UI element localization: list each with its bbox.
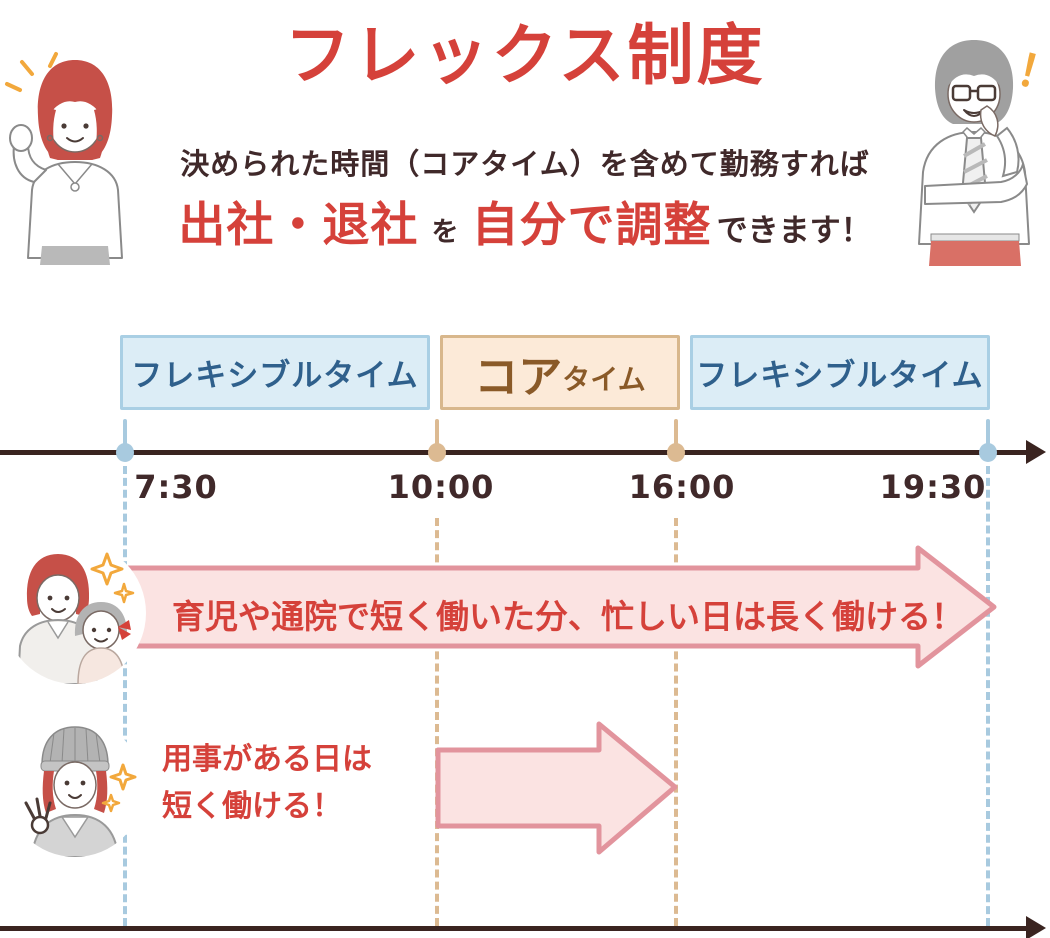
timeline-marker-1000 bbox=[428, 443, 446, 462]
subtitle-line2: 出社・退社 を 自分で調整 できます！ bbox=[0, 186, 1050, 255]
core-time-label-sub: タイム bbox=[562, 362, 646, 396]
sparkle-icon bbox=[5, 52, 58, 92]
subtitle-line1: 決められた時間（コアタイム）を含めて勤務すれば bbox=[180, 147, 870, 181]
sparkle-icon bbox=[101, 763, 137, 813]
core-time-box: コア タイム bbox=[440, 335, 680, 410]
flexible-time-box-left: フレキシブルタイム bbox=[120, 335, 430, 410]
stem-1600 bbox=[674, 419, 678, 451]
timeline-marker-730 bbox=[116, 443, 134, 462]
long-work-arrow-label: 育児や通院で短く働いた分、忙しい日は長く働ける！ bbox=[172, 597, 964, 636]
short-arrow-label-line1: 用事がある日は bbox=[162, 742, 372, 777]
flexible-time-label: フレキシブルタイム bbox=[131, 358, 419, 394]
subtitle-tail: できます！ bbox=[716, 213, 872, 249]
page-title: フレックス制度 bbox=[284, 17, 766, 94]
short-work-arrow bbox=[435, 721, 678, 855]
subtitle-connector: を bbox=[431, 217, 459, 248]
timeline-top bbox=[0, 450, 1028, 455]
parent-child-avatar bbox=[4, 542, 146, 684]
stem-1930 bbox=[986, 419, 990, 451]
timeline-bottom-arrowhead-icon bbox=[1026, 916, 1046, 938]
timeline-bottom bbox=[0, 926, 1028, 931]
guide-line-730 bbox=[123, 466, 127, 926]
timeline-marker-1930 bbox=[979, 443, 997, 462]
time-label-730: 7:30 bbox=[134, 468, 218, 506]
timeline-top-arrowhead-icon bbox=[1026, 440, 1046, 464]
guide-line-1930 bbox=[986, 466, 990, 926]
okay-woman-avatar bbox=[6, 719, 144, 857]
cheering-woman-illustration bbox=[5, 52, 123, 265]
subtitle-emphasis-shussha: 出社・退社 bbox=[178, 198, 419, 253]
stem-730 bbox=[123, 419, 127, 451]
time-label-1600: 16:00 bbox=[628, 468, 736, 506]
timeline-marker-1600 bbox=[667, 443, 685, 462]
long-work-arrow bbox=[118, 545, 997, 669]
ok-hand-icon bbox=[24, 797, 52, 835]
subtitle-emphasis-jibun: 自分で調整 bbox=[471, 198, 712, 253]
time-label-1000: 10:00 bbox=[387, 468, 495, 506]
thinking-man-illustration bbox=[918, 40, 1030, 266]
flexible-time-box-right: フレキシブルタイム bbox=[690, 335, 990, 410]
subtitle-band bbox=[0, 120, 1050, 265]
flexible-time-label: フレキシブルタイム bbox=[696, 358, 984, 394]
guide-line-1000 bbox=[435, 518, 439, 926]
short-work-arrow-label: 用事がある日は 短く働ける！ bbox=[162, 736, 372, 830]
sparkle-icon bbox=[90, 552, 135, 604]
guide-line-1600 bbox=[674, 518, 678, 926]
time-label-1930: 19:30 bbox=[879, 468, 987, 506]
short-arrow-label-line2: 短く働ける！ bbox=[162, 789, 342, 824]
core-time-label-main: コア bbox=[474, 351, 563, 403]
stem-1000 bbox=[435, 419, 439, 451]
